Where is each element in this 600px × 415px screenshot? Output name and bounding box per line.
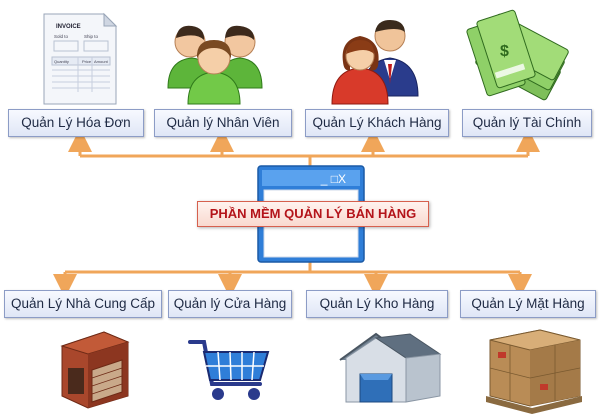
module-invoice-management[interactable]: Quản Lý Hóa Đơn xyxy=(8,109,144,137)
window-controls: _ □X xyxy=(320,172,346,186)
invoice-col-price: Price xyxy=(82,59,92,64)
banknote-symbol: $ xyxy=(500,43,509,60)
module-supplier-management[interactable]: Quản Lý Nhà Cung Cấp xyxy=(4,290,162,318)
invoice-title: INVOICE xyxy=(56,24,81,30)
invoice-ship-to: Ship to xyxy=(84,34,99,39)
invoice-col-quantity: Quantity xyxy=(54,59,69,64)
module-warehouse-management[interactable]: Quản Lý Kho Hàng xyxy=(306,290,448,318)
invoice-col-amount: Amount xyxy=(94,59,109,64)
center-title: PHẦN MỀM QUẢN LÝ BÁN HÀNG xyxy=(197,201,429,227)
module-product-management[interactable]: Quản Lý Mặt Hàng xyxy=(460,290,596,318)
module-finance-management[interactable]: Quản lý Tài Chính xyxy=(462,109,592,137)
invoice-sold-to: Sold to xyxy=(54,34,69,39)
module-employee-management[interactable]: Quản lý Nhân Viên xyxy=(154,109,292,137)
module-customer-management[interactable]: Quản Lý Khách Hàng xyxy=(305,109,449,137)
module-store-management[interactable]: Quản lý Cửa Hàng xyxy=(168,290,292,318)
